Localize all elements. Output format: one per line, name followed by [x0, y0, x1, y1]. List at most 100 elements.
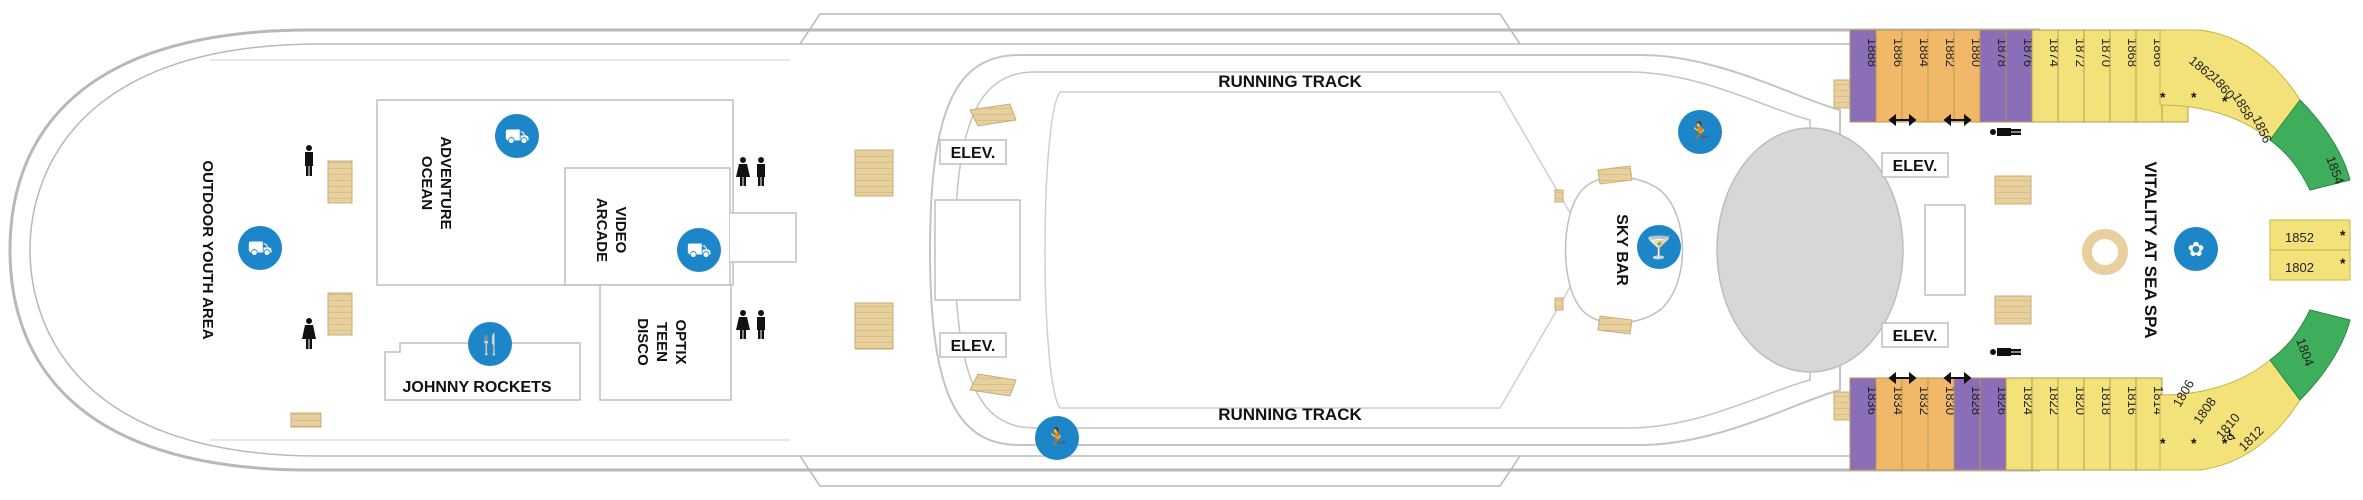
suite-top-cabin — [2269, 99, 2351, 191]
svg-text:*: * — [2191, 435, 2197, 451]
video-arcade-label-2: ARCADE — [593, 198, 610, 262]
cabin-1836 — [1849, 377, 1877, 471]
svg-text:🍸: 🍸 — [1645, 234, 1672, 260]
svg-text:*: * — [2340, 255, 2346, 271]
spa-icon: ✿ — [2174, 227, 2218, 271]
stairs-icon — [1554, 189, 1564, 203]
elevator-label: ELEV. — [951, 338, 996, 355]
johnny-rockets-label: JOHNNY ROCKETS — [402, 379, 551, 396]
optix-room — [599, 284, 732, 401]
cabin-1802: 1802 — [2285, 260, 2314, 275]
svg-text:⛟: ⛟ — [686, 240, 711, 262]
vitality-spa-label: VITALITY AT SEA SPA — [2141, 162, 2160, 339]
video-arcade-label-1: VIDEO — [612, 207, 629, 254]
arcade-annex — [730, 212, 797, 263]
stairs-icon — [854, 302, 894, 350]
sky-bar-room — [1564, 176, 1684, 324]
cabin-1818 — [2083, 377, 2111, 471]
stairs-icon — [327, 292, 353, 336]
suite-bottom-cabin — [2269, 309, 2351, 401]
svg-text:*: * — [2191, 89, 2197, 105]
optix-label-2: TEEN — [653, 322, 670, 362]
stairs-icon — [1994, 175, 2032, 205]
svg-text:✿: ✿ — [2188, 239, 2205, 261]
optix-label-3: DISCO — [634, 318, 651, 366]
accessible-icon: ♿ — [2225, 427, 2238, 443]
stroller-icon: ⛟ — [677, 228, 721, 272]
running-track-bottom-label: RUNNING TRACK — [1218, 405, 1362, 424]
stroller-icon: ⛟ — [495, 114, 539, 158]
venue-icons: ⛟ ⛟ ⛟ 🍴 🏃 🏃 🍸 ✿ — [238, 110, 2218, 460]
cabin-1866 — [2135, 29, 2163, 123]
svg-text:🏃: 🏃 — [1045, 426, 1070, 450]
fork-knife-icon: 🍴 — [468, 322, 512, 366]
stroller-icon: ⛟ — [238, 226, 282, 270]
sky-bar-label: SKY BAR — [1613, 214, 1630, 286]
restroom-icon — [1990, 348, 2021, 356]
cabin-stars: *** * *** ** — [2160, 89, 2346, 451]
runner-icon: 🏃 — [1035, 416, 1079, 460]
elevator-label: ELEV. — [951, 145, 996, 162]
hull-outline — [8, 13, 2040, 487]
bow-cabins: 1852 1802 1854 1804 1862 1860 1858 1856 … — [2159, 29, 2351, 471]
cabin-1884 — [1901, 29, 1929, 123]
restroom-icons — [302, 128, 2021, 356]
elevator-right-top-box — [1881, 152, 1949, 178]
cabin-1868 — [2109, 29, 2137, 123]
venue-labels: OUTDOOR YOUTH AREA ADVENTURE OCEAN VIDEO… — [199, 72, 2160, 424]
svg-text:*: * — [2160, 89, 2166, 105]
elevator-bottom-box — [939, 332, 1007, 358]
cabin-1816 — [2109, 377, 2137, 471]
restroom-icon — [736, 157, 765, 186]
stairs-icon — [854, 149, 894, 197]
cabin-1886 — [1875, 29, 1903, 123]
cabin-1878 — [1979, 29, 2007, 123]
svg-text:⛟: ⛟ — [504, 126, 529, 148]
svg-text:*: * — [2340, 227, 2346, 243]
cabin-1828 — [1953, 377, 1981, 471]
running-track-top-label: RUNNING TRACK — [1218, 72, 1362, 91]
cabin-1882 — [1927, 29, 1955, 123]
elevator-right-bottom-box — [1881, 322, 1949, 348]
cabin-1888 — [1849, 29, 1877, 123]
elevator-label: ELEV. — [1893, 328, 1938, 345]
restroom-icon — [736, 310, 765, 339]
cocktail-icon: 🍸 — [1637, 225, 1681, 269]
cabin-1870 — [2083, 29, 2111, 123]
runner-icon: 🏃 — [1678, 110, 1722, 154]
stairs-icon — [969, 373, 1017, 397]
cabin-1852: 1852 — [2285, 230, 2314, 245]
connecting-arrows — [1888, 113, 1972, 385]
svg-text:*: * — [2222, 435, 2228, 451]
stairs-icon — [1994, 295, 2032, 325]
elevator-lobby-left — [934, 199, 1021, 301]
pool-area — [1716, 127, 1904, 373]
svg-text:*: * — [2222, 93, 2228, 109]
adventure-ocean-label-2: OCEAN — [418, 156, 435, 210]
stairs-icon — [327, 160, 353, 204]
venue-rooms — [376, 99, 1966, 401]
optix-label-1: OPTIX — [672, 319, 689, 364]
elevator-top-box — [939, 139, 1007, 165]
elevator-label: ELEV. — [1893, 158, 1938, 175]
stairs-group — [290, 79, 2128, 428]
svg-text:*: * — [2160, 435, 2166, 451]
stairs-icon — [1833, 391, 1851, 421]
outdoor-youth-area-label: OUTDOOR YOUTH AREA — [199, 160, 216, 339]
stairs-icon — [1597, 315, 1633, 335]
svg-text:🍴: 🍴 — [478, 332, 503, 356]
adventure-ocean-label-1: ADVENTURE — [437, 136, 454, 229]
stairs-icon — [1597, 165, 1633, 185]
svg-text:⛟: ⛟ — [247, 238, 272, 260]
johnny-rockets-room — [384, 342, 581, 401]
spiral-stairs-icon — [2082, 229, 2128, 275]
svg-text:🏃: 🏃 — [1688, 120, 1713, 144]
restroom-icon — [1990, 128, 2021, 136]
cabin-1880 — [1953, 29, 1981, 123]
restroom-icon — [305, 145, 313, 176]
cabin-1822 — [2031, 377, 2059, 471]
restroom-icon — [302, 318, 316, 349]
stairs-icon — [1554, 297, 1564, 311]
